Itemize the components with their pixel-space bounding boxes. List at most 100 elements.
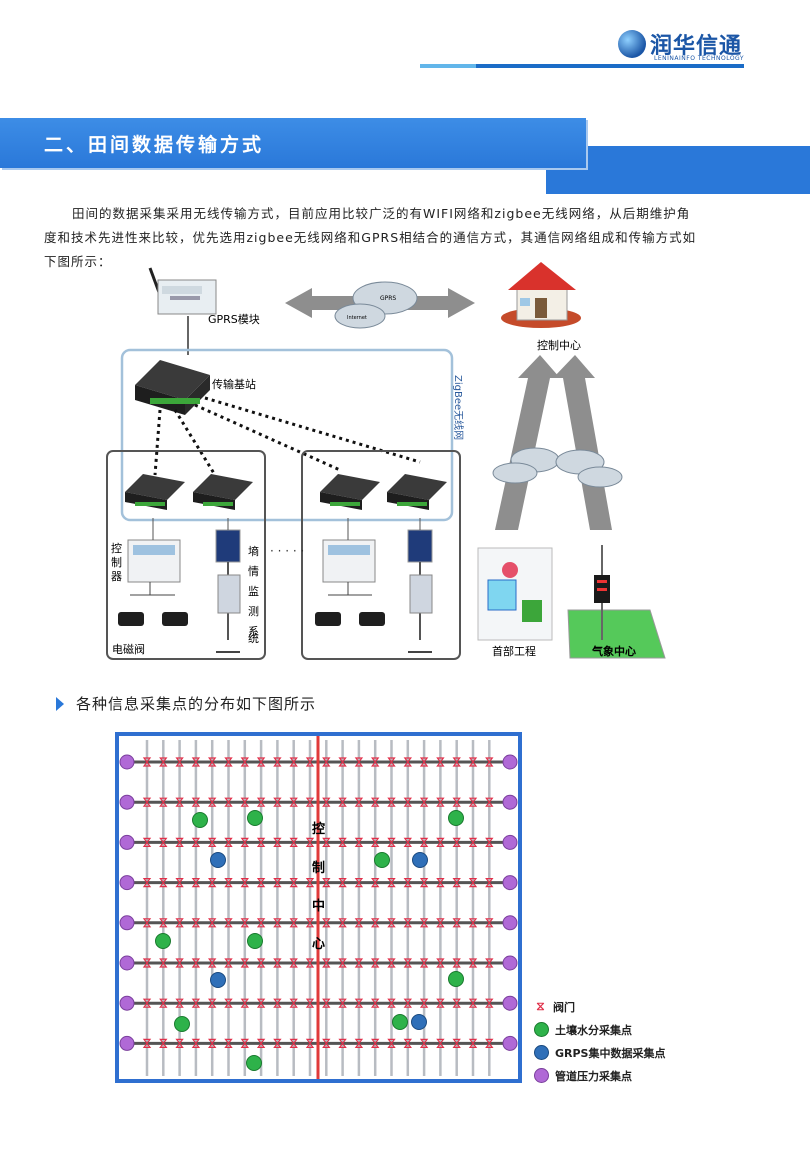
left-group-box	[106, 450, 266, 660]
cloud-icon	[334, 281, 418, 329]
valve-marker	[371, 918, 380, 928]
valve-marker	[322, 998, 331, 1008]
valve-marker	[208, 757, 217, 767]
valve-marker	[419, 797, 429, 807]
legend-item-valve: ⧖ 阀门	[534, 995, 665, 1018]
ellipsis-dots: · · · · ·	[270, 544, 304, 558]
valve-marker	[436, 918, 445, 928]
valve-marker	[403, 1038, 412, 1048]
cloud-gprs-label: GPRS	[380, 295, 396, 302]
svg-text:.: .	[248, 645, 252, 658]
valve-marker	[208, 958, 217, 968]
pressure-point	[119, 754, 135, 770]
svg-text:监: 监	[248, 585, 259, 598]
valve-marker	[436, 958, 445, 968]
gprs-point	[411, 1014, 427, 1030]
valve-marker	[371, 1038, 380, 1048]
valve-marker	[142, 837, 152, 847]
valve-marker	[387, 1038, 396, 1048]
pressure-point	[502, 794, 518, 810]
valve-marker	[354, 837, 364, 847]
valve-marker	[191, 797, 201, 807]
valve-marker	[224, 878, 233, 888]
valve-marker	[485, 918, 494, 928]
valve-marker	[468, 918, 478, 928]
valve-marker	[191, 1038, 201, 1048]
valve-marker	[142, 757, 152, 767]
valve-marker	[485, 757, 494, 767]
valve-marker	[191, 878, 201, 888]
valve-marker	[175, 797, 184, 807]
valve-marker	[452, 797, 461, 807]
valve-marker	[305, 757, 315, 767]
gprs-point	[210, 972, 226, 988]
intro-line-2: 度和技术先进性来比较，优先选用zigbee无线网络和GPRS相结合的通信方式，其…	[44, 230, 697, 245]
valve-marker	[142, 797, 152, 807]
valve-marker	[256, 1038, 266, 1048]
valve-marker	[273, 958, 282, 968]
soil-point	[247, 933, 263, 949]
valve-marker	[354, 918, 364, 928]
valve-marker	[305, 918, 315, 928]
valve-marker	[273, 998, 282, 1008]
controller-devices	[127, 539, 376, 583]
valve-marker	[371, 757, 380, 767]
valve-marker	[273, 918, 282, 928]
soil-station-devices	[215, 529, 433, 653]
valve-marker	[338, 837, 347, 847]
valve-marker	[240, 757, 249, 767]
valve-marker	[322, 878, 331, 888]
valve-marker	[142, 998, 152, 1008]
svg-text:墒: 墒	[248, 545, 259, 558]
legend-item-pressure: 管道压力采集点	[534, 1064, 665, 1087]
soil-dot-icon	[534, 1022, 549, 1037]
legend-item-soil: 土壤水分采集点	[534, 1018, 665, 1041]
valve-marker	[208, 878, 217, 888]
valve-marker	[371, 878, 380, 888]
valve-marker	[289, 1038, 298, 1048]
valve-marker	[289, 837, 298, 847]
valve-label: 电磁阀	[112, 642, 145, 656]
valve-marker	[273, 757, 282, 767]
valve-marker	[191, 918, 201, 928]
legend-label: GRPS集中数据采集点	[555, 1046, 666, 1060]
valve-marker	[485, 998, 494, 1008]
valve-marker	[338, 1038, 347, 1048]
pressure-point	[119, 915, 135, 931]
soil-point	[448, 810, 464, 826]
valve-marker	[240, 958, 249, 968]
weather-center-label: 气象中心	[591, 644, 636, 658]
valve-marker	[240, 998, 249, 1008]
valve-marker	[224, 1038, 233, 1048]
valve-marker	[322, 1038, 331, 1048]
valve-marker	[419, 1038, 429, 1048]
pressure-point	[119, 875, 135, 891]
valve-marker	[191, 837, 201, 847]
controller-label-1: 控	[111, 541, 122, 555]
valve-marker	[468, 998, 478, 1008]
valve-marker	[289, 797, 298, 807]
head-works-label: 首部工程	[492, 644, 536, 658]
svg-text:测: 测	[248, 605, 259, 618]
valve-marker	[175, 958, 184, 968]
valve-marker	[452, 958, 461, 968]
valve-marker	[273, 878, 282, 888]
control-center-label: 控制中心	[537, 338, 581, 352]
valve-marker	[338, 918, 347, 928]
network-diagram: GPRS模块 GPRS Internet 控制中心 ZigBee无线网 传输基站	[106, 262, 666, 660]
center-label: 控 制 中 心	[312, 821, 325, 952]
valve-marker	[485, 797, 494, 807]
soil-points	[155, 810, 464, 1071]
valve-devices	[118, 582, 385, 626]
gprs-module-device	[148, 267, 217, 315]
soil-point	[392, 1014, 408, 1030]
valve-markers	[142, 757, 494, 1048]
header-line-light	[420, 64, 476, 68]
valve-marker	[403, 797, 412, 807]
valve-marker	[273, 837, 282, 847]
valve-marker	[371, 837, 380, 847]
valve-marker	[452, 757, 461, 767]
valve-marker	[256, 797, 266, 807]
center-label-char: 心	[312, 937, 325, 952]
valve-marker	[468, 837, 478, 847]
